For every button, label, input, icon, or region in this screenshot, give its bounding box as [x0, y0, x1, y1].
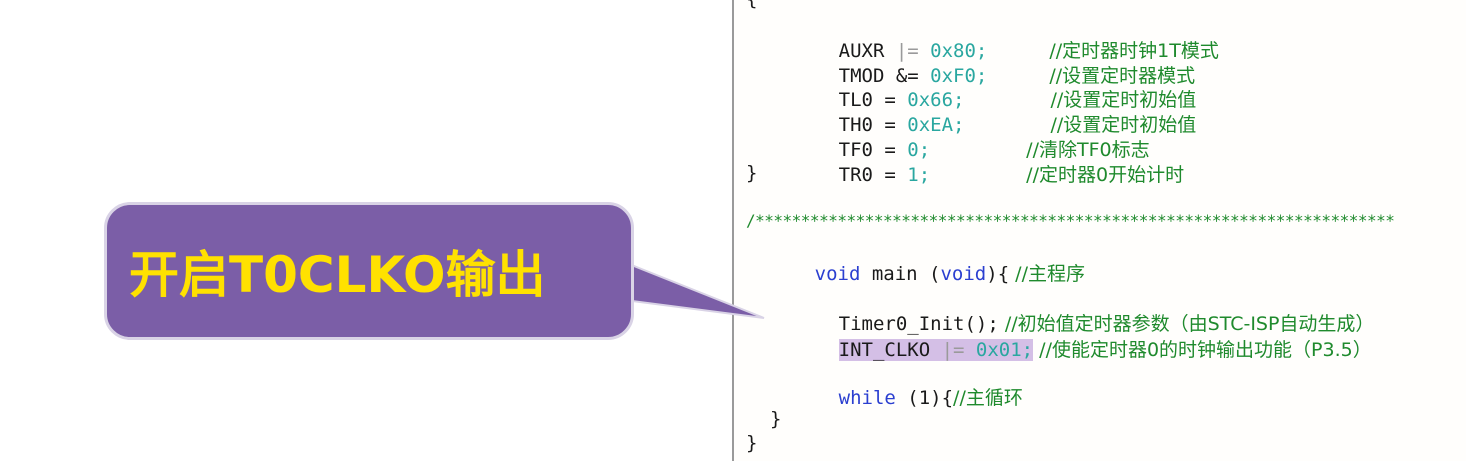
code-comment: //主循环 — [953, 387, 1023, 409]
code-line-while: while (1){//主循环 — [770, 359, 1023, 409]
code-token: main ( — [860, 263, 941, 285]
callout-annotation: 开启T0CLKO输出 — [104, 202, 634, 340]
code-line-outer-close: } — [746, 432, 758, 454]
code-comment: //定时器0开始计时 — [1026, 164, 1185, 186]
code-token: TR0 = — [838, 164, 908, 186]
code-keyword: while — [838, 387, 896, 409]
code-comment: //设置定时初始值 — [1050, 89, 1197, 111]
code-token: (1){ — [895, 387, 954, 409]
code-number: 0xF0; — [930, 65, 988, 87]
code-number: 0xEA; — [907, 114, 965, 136]
code-line-int-clko: INT_CLKO |= 0x01; //使能定时器0的时钟输出功能（P3.5） — [770, 311, 1372, 361]
code-separator-comment: /***************************************… — [746, 211, 1395, 230]
code-token: TF0 = — [838, 139, 908, 161]
code-comment: //初始值定时器参数（由STC-ISP自动生成） — [998, 313, 1375, 335]
code-token: TMOD &= — [838, 65, 931, 87]
code-line-auxr: AUXR |= 0x80; //定时器时钟1T模式 — [770, 12, 1219, 62]
code-line-tr0: TR0 = 1; //定时器0开始计时 — [770, 136, 1184, 186]
code-keyword: void — [814, 263, 861, 285]
callout-text: 开启T0CLKO输出 — [129, 246, 546, 304]
code-token: TL0 = — [838, 89, 908, 111]
code-token: INT_CLKO — [838, 339, 931, 361]
code-operator: |= — [884, 40, 931, 62]
code-line-inner-close: } — [770, 408, 782, 430]
code-line-main: void main (void){ //主程序 — [746, 235, 1085, 285]
code-token: AUXR — [838, 40, 885, 62]
code-line-tf0: TF0 = 0; //清除TF0标志 — [770, 111, 1150, 161]
code-line-timer-init: Timer0_Init(); //初始值定时器参数（由STC-ISP自动生成） — [770, 285, 1375, 335]
code-keyword: void — [940, 263, 987, 285]
code-comment: //清除TF0标志 — [1026, 139, 1150, 161]
code-editor[interactable]: { AUXR |= 0x80; //定时器时钟1T模式 TMOD &= 0xF0;… — [732, 0, 1466, 461]
code-token: Timer0_Init(); — [838, 313, 999, 335]
code-number: 1; — [907, 164, 931, 186]
code-line-brace-open: { — [746, 0, 757, 12]
code-number: 0; — [907, 139, 931, 161]
code-operator: |= — [930, 339, 976, 361]
code-comment: //主程序 — [1009, 263, 1085, 285]
code-number: 0x66; — [907, 89, 965, 111]
code-token: TH0 = — [838, 114, 908, 136]
code-comment: //使能定时器0的时钟输出功能（P3.5） — [1033, 339, 1372, 361]
code-line-tmod: TMOD &= 0xF0; //设置定时器模式 — [770, 37, 1196, 87]
code-selection-highlight[interactable]: INT_CLKO |= 0x01; — [838, 339, 1034, 361]
code-line-tl0: TL0 = 0x66; //设置定时初始值 — [770, 61, 1197, 111]
code-comment: //定时器时钟1T模式 — [1049, 40, 1219, 62]
code-line-th0: TH0 = 0xEA; //设置定时初始值 — [770, 86, 1197, 136]
code-token: ){ — [986, 263, 1010, 285]
code-line-brace-close: } — [746, 162, 758, 184]
code-number: 0x01; — [975, 339, 1034, 361]
code-comment: //设置定时初始值 — [1050, 114, 1197, 136]
code-number: 0x80; — [930, 40, 988, 62]
code-comment: //设置定时器模式 — [1049, 65, 1196, 87]
